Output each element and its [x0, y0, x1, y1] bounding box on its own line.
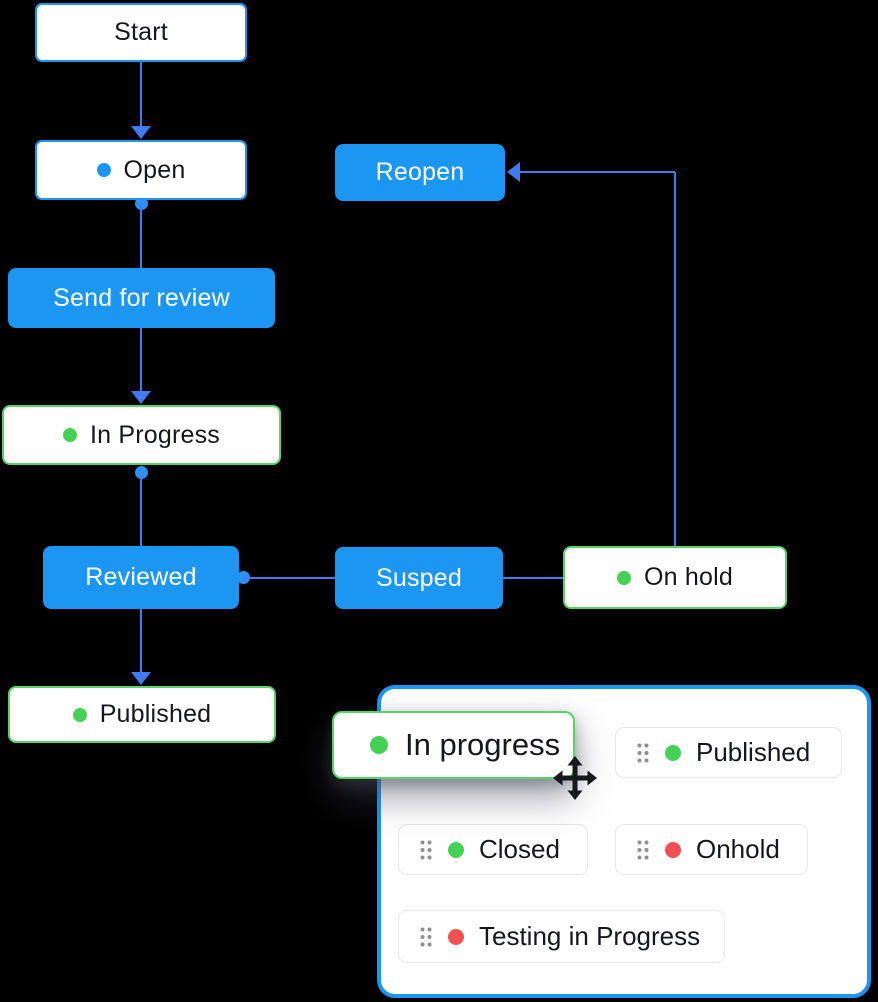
arrowhead-inprogress	[131, 391, 151, 404]
status-dot-green-icon	[370, 736, 388, 754]
node-susped-transition[interactable]: Susped	[335, 547, 503, 609]
connector-onhold-reopen	[512, 171, 675, 173]
node-start[interactable]: Start	[35, 3, 247, 62]
connector-send-inprogress	[140, 328, 142, 392]
node-reopen-label: Reopen	[375, 158, 465, 186]
arrowhead-open	[131, 126, 151, 139]
node-open[interactable]: Open	[35, 140, 247, 200]
status-dot-red-icon	[448, 928, 464, 945]
connector-susped-onhold	[503, 577, 563, 579]
drag-handle-icon[interactable]	[636, 742, 650, 764]
node-published[interactable]: Published	[8, 686, 276, 743]
connector-open-send	[140, 205, 142, 268]
arrowhead-published	[131, 672, 151, 685]
connector-start-open	[140, 62, 142, 129]
node-published-label: Published	[99, 700, 212, 728]
palette-chip-onhold[interactable]: Onhold	[615, 824, 808, 875]
node-on-hold[interactable]: On hold	[563, 546, 787, 609]
status-dot-green-icon	[617, 570, 632, 585]
palette-chip-published[interactable]: Published	[615, 727, 842, 778]
status-dot-blue-icon	[96, 163, 111, 177]
arrowhead-reopen	[507, 162, 520, 182]
chip-published-label: Published	[696, 737, 811, 767]
status-dot-green-icon	[62, 428, 77, 442]
move-cursor-icon	[553, 756, 597, 800]
connector-port-open[interactable]	[135, 197, 148, 210]
chip-closed-label: Closed	[479, 834, 560, 864]
node-susped-label: Susped	[376, 563, 462, 592]
node-in-progress[interactable]: In Progress	[2, 405, 281, 465]
palette-chip-in-progress-dragging[interactable]: In progress	[332, 711, 575, 779]
chip-testing-label: Testing in Progress	[479, 921, 701, 951]
status-dot-green-icon	[448, 841, 464, 858]
connector-reviewed-susped	[244, 577, 335, 579]
status-dot-green-icon	[665, 744, 681, 761]
drag-handle-icon[interactable]	[419, 839, 433, 861]
status-dot-red-icon	[665, 841, 681, 858]
connector-port-inprogress[interactable]	[135, 466, 148, 479]
drag-handle-icon[interactable]	[636, 839, 650, 861]
node-reopen-transition[interactable]: Reopen	[335, 144, 505, 201]
connector-reviewed-published	[140, 609, 142, 673]
node-send-for-review-transition[interactable]: Send for review	[8, 268, 275, 328]
node-open-label: Open	[123, 155, 186, 184]
palette-chip-testing-in-progress[interactable]: Testing in Progress	[398, 910, 725, 963]
chip-onhold-label: Onhold	[696, 834, 780, 864]
palette-chip-closed[interactable]: Closed	[398, 824, 588, 875]
node-onhold-label: On hold	[644, 563, 733, 591]
node-start-label: Start	[114, 18, 168, 46]
connector-port-reviewed[interactable]	[237, 571, 250, 584]
status-dot-green-icon	[72, 707, 87, 722]
drag-handle-icon[interactable]	[419, 926, 433, 948]
node-send-label: Send for review	[53, 283, 230, 312]
node-reviewed-transition[interactable]: Reviewed	[43, 546, 239, 609]
node-inprogress-label: In Progress	[89, 420, 221, 449]
chip-dragging-label: In progress	[405, 727, 561, 762]
connector-inprogress-reviewed	[140, 474, 142, 546]
node-reviewed-label: Reviewed	[85, 563, 197, 591]
connector-onhold-up	[674, 172, 676, 546]
